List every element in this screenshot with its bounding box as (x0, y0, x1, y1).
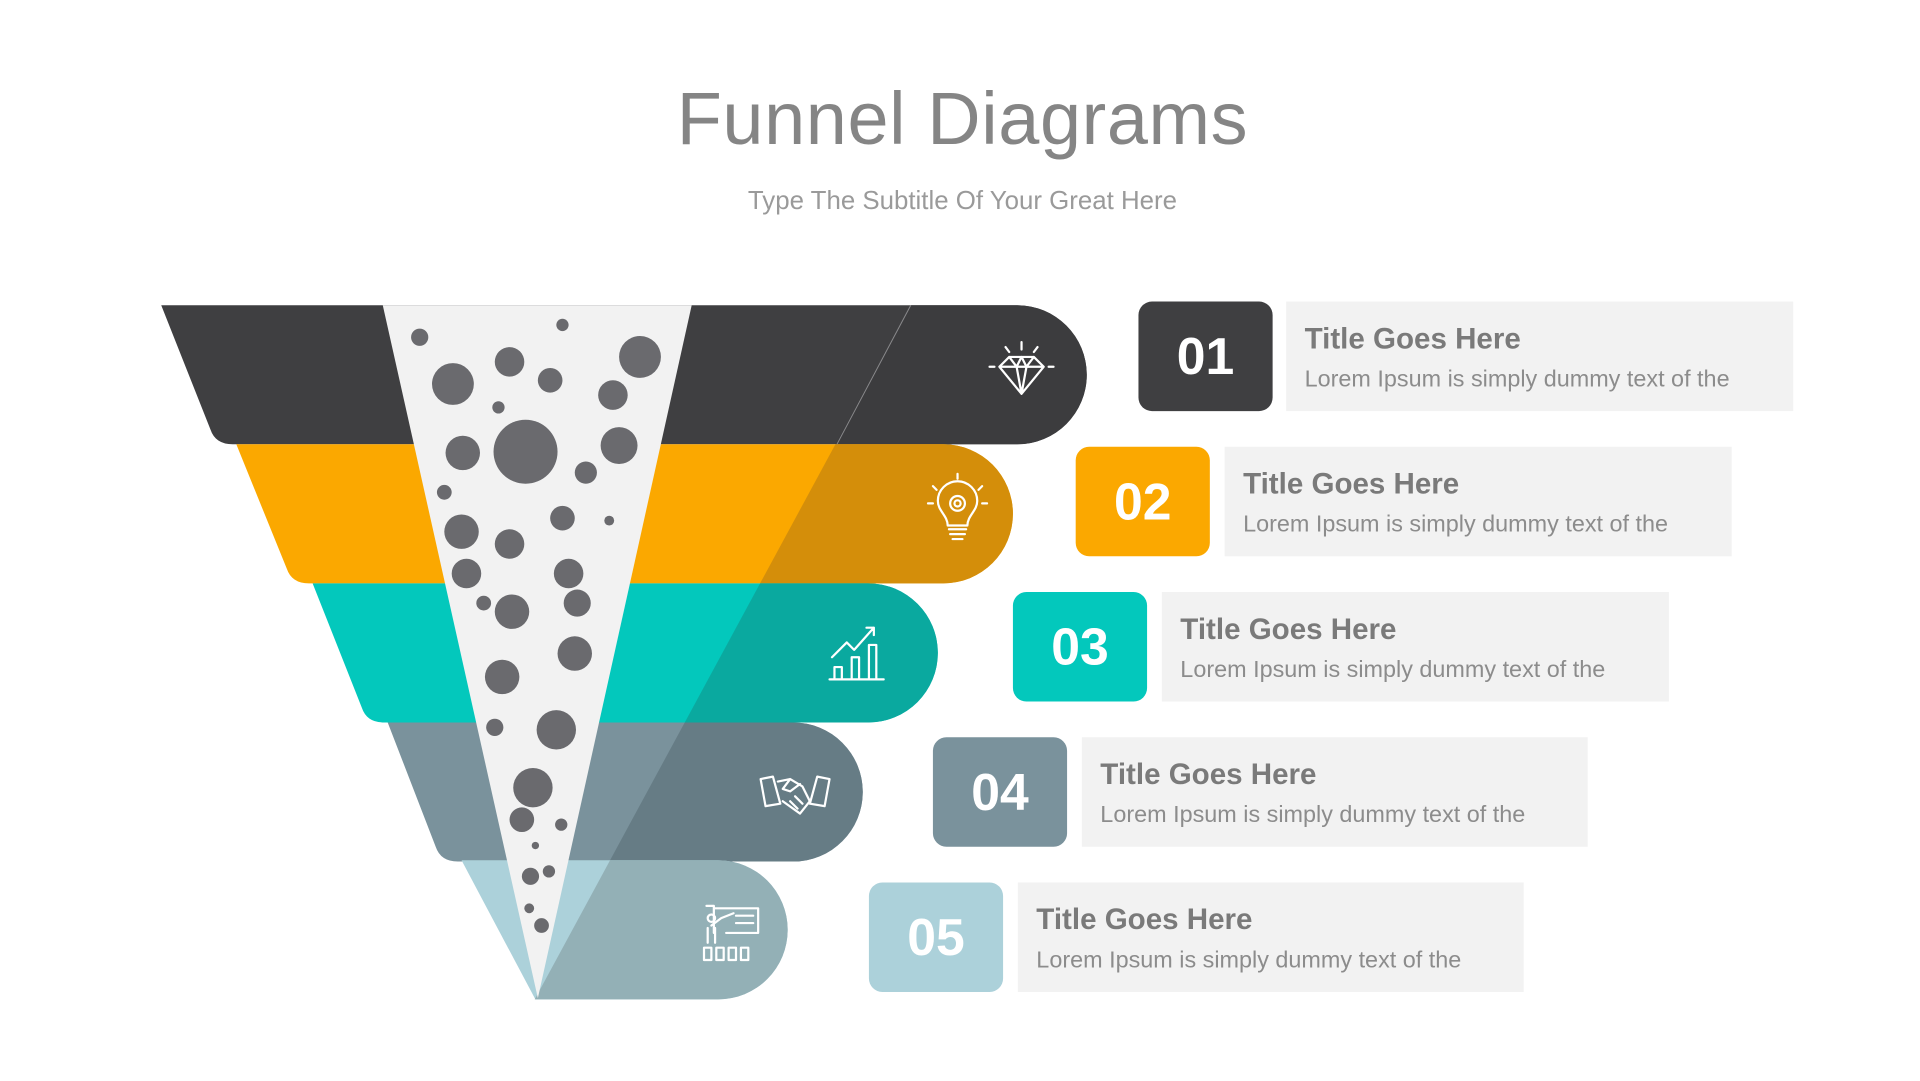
step-number-badge: 05 (868, 882, 1004, 992)
funnel-dot (555, 818, 568, 831)
presentation-icon (702, 904, 760, 962)
step-description: Lorem Ipsum is simply dummy text of the (1100, 802, 1526, 829)
funnel-dot (509, 807, 535, 832)
funnel-dot (494, 529, 525, 559)
page-title: Funnel Diagrams (676, 77, 1249, 160)
funnel-band-04 (387, 722, 863, 862)
funnel-band-05 (461, 860, 788, 1000)
funnel-dot (521, 867, 540, 885)
funnel-dot (556, 318, 569, 332)
step-description: Lorem Ipsum is simply dummy text of the (1304, 366, 1730, 393)
funnel-dot (486, 718, 504, 736)
band-shade (684, 583, 938, 723)
funnel-dot (563, 589, 591, 617)
step-title: Title Goes Here (1243, 467, 1460, 501)
step-number-badge: 04 (932, 737, 1068, 847)
funnel-dot (493, 419, 558, 484)
funnel-dot (550, 505, 575, 531)
step-title: Title Goes Here (1100, 758, 1317, 792)
funnel-dot (476, 595, 492, 611)
step-title: Title Goes Here (1304, 322, 1521, 356)
funnel-dot (600, 427, 638, 464)
step-description: Lorem Ipsum is simply dummy text of the (1243, 511, 1669, 538)
funnel-dot (436, 484, 452, 500)
step-description: Lorem Ipsum is simply dummy text of the (1036, 947, 1462, 974)
band-shade (609, 722, 863, 862)
funnel-dot (492, 401, 505, 414)
funnel-dot (445, 435, 480, 471)
funnel-dot (557, 636, 592, 671)
funnel-dot (574, 461, 597, 484)
funnel-dot (411, 328, 429, 346)
divider-line (836, 304, 912, 445)
funnel-dot (431, 363, 474, 405)
lightbulb-gear-icon (926, 472, 989, 541)
funnel-dot (604, 515, 615, 526)
funnel-dot (534, 918, 549, 933)
page-subtitle: Type The Subtitle Of Your Great Here (747, 187, 1178, 216)
funnel-dot (619, 335, 661, 378)
funnel-dot (451, 558, 482, 589)
funnel-dot (494, 347, 525, 377)
band-shade (760, 444, 1013, 584)
funnel-dot (531, 841, 540, 850)
step-number-badge: 03 (1012, 591, 1148, 702)
growth-chart-icon (828, 626, 885, 681)
funnel-dot (598, 380, 628, 410)
step-description: Lorem Ipsum is simply dummy text of the (1180, 657, 1606, 684)
funnel-dot (484, 659, 520, 695)
funnel-dot (542, 865, 556, 878)
funnel-dot (537, 367, 563, 393)
funnel-core (382, 305, 692, 999)
funnel-dot (494, 594, 530, 629)
band-shade (534, 860, 788, 1000)
funnel-dot (444, 514, 479, 549)
funnel-dot (553, 558, 584, 589)
step-title: Title Goes Here (1036, 903, 1253, 937)
step-number-badge: 02 (1075, 446, 1210, 557)
band-shade (835, 305, 1087, 445)
funnel-dot (524, 903, 535, 914)
funnel-dot (513, 767, 553, 808)
step-number-badge: 01 (1138, 301, 1273, 412)
handshake-icon (759, 775, 831, 815)
funnel-dot (536, 710, 576, 750)
step-title: Title Goes Here (1180, 612, 1397, 647)
diamond-icon (988, 341, 1055, 395)
